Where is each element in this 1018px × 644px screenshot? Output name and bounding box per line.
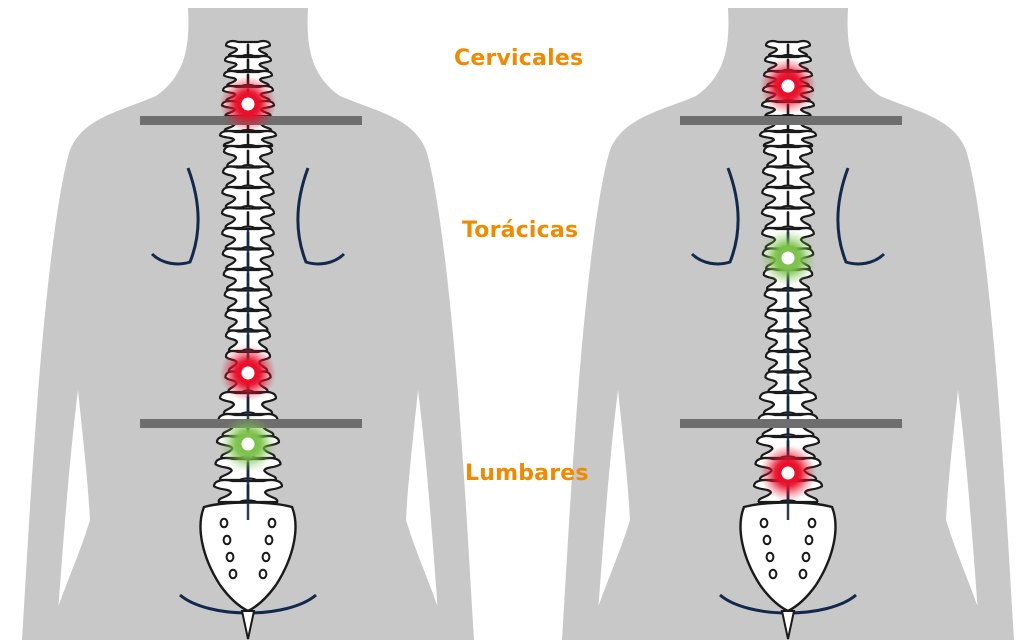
marker-lumbar-green-left	[220, 416, 276, 472]
divider-thoracic-lumbar-right	[680, 419, 902, 428]
marker-cervical-red-left	[220, 76, 276, 132]
label-cervicales: Cervicales	[454, 46, 583, 71]
marker-cervical-red-right	[760, 58, 816, 114]
marker-thoracic-green-right	[760, 230, 816, 286]
label-toracicas: Torácicas	[462, 218, 578, 243]
marker-thoracic-red-left	[220, 345, 276, 401]
label-lumbares: Lumbares	[465, 461, 589, 486]
divider-cervical-thoracic-right	[680, 116, 902, 125]
marker-lumbar-red-right	[760, 445, 816, 501]
